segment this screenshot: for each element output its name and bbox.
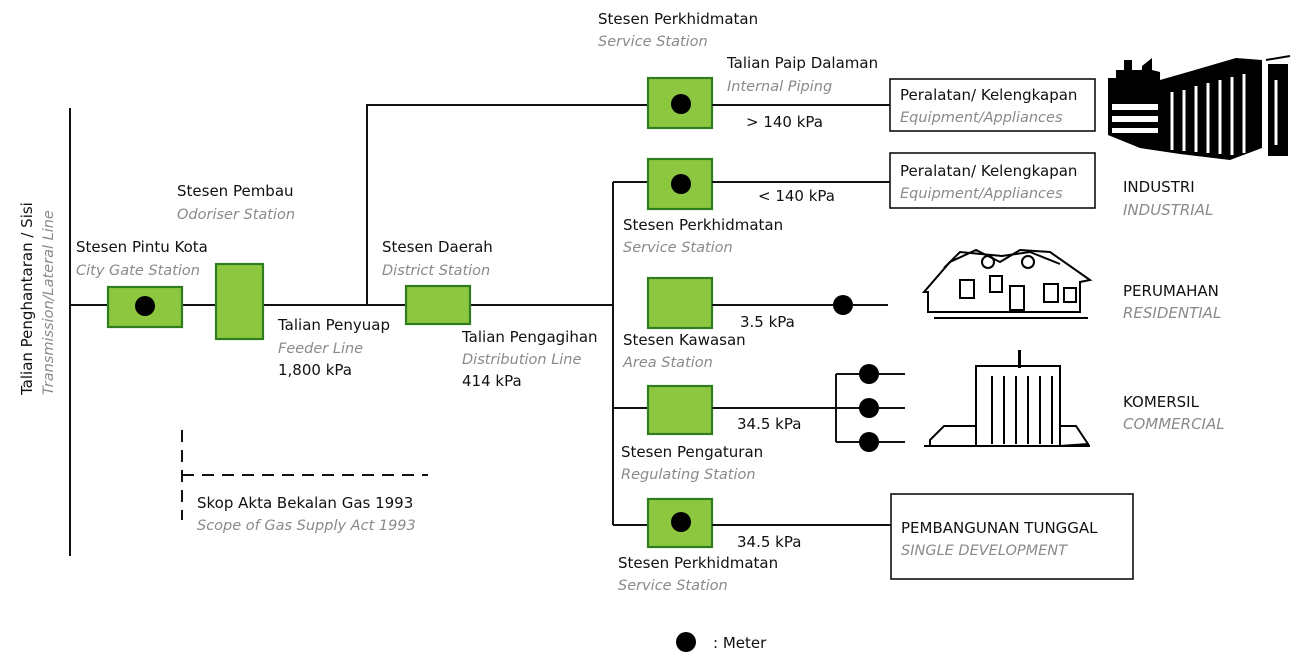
area-label: Stesen Kawasan bbox=[623, 331, 746, 349]
regulating-station bbox=[646, 384, 714, 436]
regulating-pressure: 34.5 kPa bbox=[737, 415, 801, 433]
single-dev-label: PEMBANGUNAN TUNGGAL bbox=[901, 519, 1098, 537]
service-2-meter bbox=[671, 174, 691, 194]
commercial-meter-2 bbox=[859, 398, 879, 418]
equipment-2-label: Peralatan/ Kelengkapan bbox=[900, 162, 1077, 180]
equipment-2-label-en: Equipment/Appliances bbox=[900, 186, 1063, 202]
equipment-box-1 bbox=[889, 78, 1096, 132]
odoriser-label-en: Odoriser Station bbox=[177, 207, 295, 223]
equipment-box-2 bbox=[889, 152, 1096, 209]
service-2-pressure: < 140 kPa bbox=[758, 187, 835, 205]
service-2-label: Stesen Perkhidmatan bbox=[623, 216, 783, 234]
service-bottom-pressure: 34.5 kPa bbox=[737, 533, 801, 551]
scope-label: Skop Akta Bekalan Gas 1993 bbox=[197, 494, 413, 512]
internal-piping-pressure: > 140 kPa bbox=[746, 113, 823, 131]
industrial-label-en: INDUSTRIAL bbox=[1123, 201, 1213, 219]
single-dev-label-en: SINGLE DEVELOPMENT bbox=[901, 543, 1068, 559]
area-label-en: Area Station bbox=[622, 355, 713, 371]
legend-label: : Meter bbox=[713, 634, 767, 652]
distribution-label-en: Distribution Line bbox=[462, 352, 581, 368]
commercial-label-en: COMMERCIAL bbox=[1123, 415, 1225, 433]
transmission-label: Talian Penghantaran / Sisi bbox=[18, 202, 36, 396]
area-meter bbox=[833, 295, 853, 315]
transmission-label-en: Transmission/Lateral Line bbox=[41, 210, 57, 395]
feeder-label: Talian Penyuap bbox=[277, 316, 390, 334]
internal-piping-label: Talian Paip Dalaman bbox=[726, 54, 878, 72]
equipment-1-label: Peralatan/ Kelengkapan bbox=[900, 86, 1077, 104]
feeder-pressure: 1,800 kPa bbox=[278, 361, 352, 379]
commercial-label: KOMERSIL bbox=[1123, 393, 1200, 411]
legend-meter-icon bbox=[676, 632, 696, 652]
single-development-box bbox=[890, 493, 1134, 580]
branch-to-service-top bbox=[366, 104, 648, 305]
industrial-label: INDUSTRI bbox=[1123, 178, 1195, 196]
city-gate-meter bbox=[135, 296, 155, 316]
scope-label-en: Scope of Gas Supply Act 1993 bbox=[197, 518, 416, 534]
commercial-illustration bbox=[924, 350, 1090, 447]
odoriser-label: Stesen Pembau bbox=[177, 182, 294, 200]
commercial-meter-3 bbox=[859, 432, 879, 452]
district-label-en: District Station bbox=[382, 263, 490, 279]
regulating-label: Stesen Pengaturan bbox=[621, 443, 763, 461]
service-top-label: Stesen Perkhidmatan bbox=[598, 10, 758, 28]
distribution-label: Talian Pengagihan bbox=[461, 328, 598, 346]
district-station bbox=[404, 284, 472, 326]
city-gate-label: Stesen Pintu Kota bbox=[76, 238, 208, 256]
district-label: Stesen Daerah bbox=[382, 238, 493, 256]
feeder-label-en: Feeder Line bbox=[278, 341, 363, 357]
residential-label: PERUMAHAN bbox=[1123, 282, 1219, 300]
service-top-label-en: Service Station bbox=[598, 34, 708, 50]
residential-label-en: RESIDENTIAL bbox=[1123, 304, 1221, 322]
area-station bbox=[646, 276, 714, 330]
service-top-meter bbox=[671, 94, 691, 114]
area-pressure: 3.5 kPa bbox=[740, 313, 795, 331]
equipment-1-label-en: Equipment/Appliances bbox=[900, 110, 1063, 126]
commercial-meter-1 bbox=[859, 364, 879, 384]
service-bottom-label: Stesen Perkhidmatan bbox=[618, 554, 778, 572]
distribution-pressure: 414 kPa bbox=[462, 372, 522, 390]
internal-piping-label-en: Internal Piping bbox=[727, 79, 832, 95]
house-illustration bbox=[921, 248, 1093, 319]
service-2-label-en: Service Station bbox=[623, 240, 733, 256]
regulating-label-en: Regulating Station bbox=[621, 467, 756, 483]
odoriser-station bbox=[214, 262, 265, 341]
service-bottom-label-en: Service Station bbox=[618, 578, 728, 594]
factory-illustration bbox=[1108, 55, 1291, 160]
service-bottom-meter bbox=[671, 512, 691, 532]
city-gate-label-en: City Gate Station bbox=[76, 263, 200, 279]
